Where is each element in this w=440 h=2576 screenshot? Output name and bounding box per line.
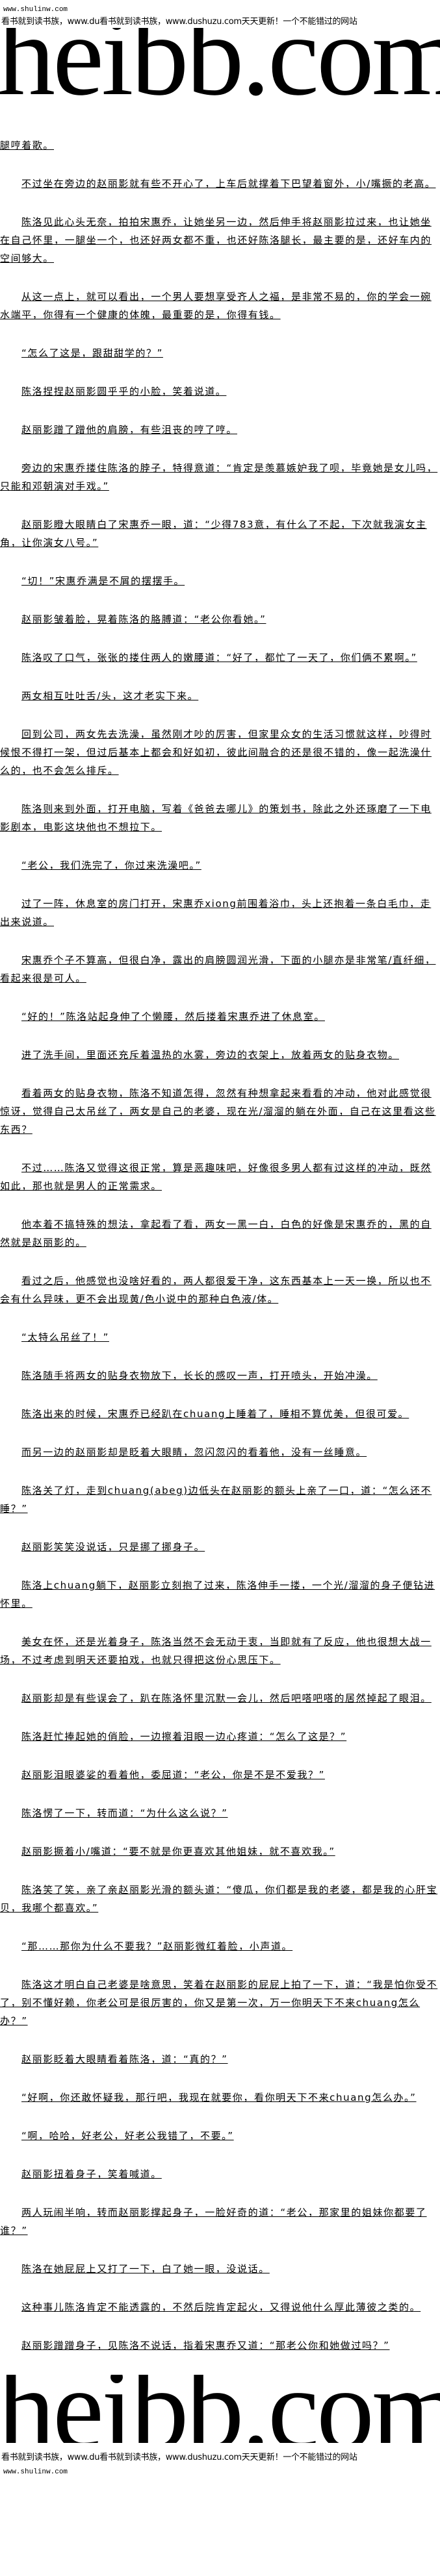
paragraph: 陈洛叹了口气，张张的搂住两人的嫩腰道：“好了，都忙了一天了，你们俩不累啊。”: [21, 652, 417, 663]
paragraph: 进了洗手间，里面还充斥着温热的水雾，旁边的衣架上，放着两女的贴身衣物。: [21, 1049, 400, 1061]
paragraph: 看过之后，他感觉也没啥好看的，两人都很爱干净，这东西基本上一天一换，所以也不会有…: [0, 1275, 432, 1305]
paragraph: 美女在怀，还是光着身子，陈洛当然不会无动于衷，当即就有了反应，他也很想大战一场，…: [0, 1636, 432, 1666]
paragraph: “怎么了这是，跟甜甜学的？”: [21, 347, 163, 359]
paragraph: 这种事儿陈洛肯定不能透露的，不然后院肯定起火，又得说他什么厚此薄彼之类的。: [21, 2301, 421, 2313]
paragraph: 陈洛在她屁屁上又打了一下，白了她一眼，没说话。: [21, 2263, 270, 2275]
paragraph: 他本着不搞特殊的想法，拿起看了看，两女一黑一白，白色的好像是宋惠乔的，黑的自然就…: [0, 1219, 432, 1248]
paragraph: 不过……陈洛又觉得这很正常，算是恶趣味吧，好像很多男人都有过这样的冲动，既然如此…: [0, 1162, 432, 1192]
paragraph: 而另一边的赵丽影却是眨着大眼睛，忽闪忽闪的看着他，没有一丝睡意。: [21, 1446, 367, 1458]
paragraph: 陈洛愣了一下，转而道：“为什么这么说？”: [21, 1807, 228, 1819]
paragraph: 从这一点上，就可以看出，一个男人要想享受齐人之福，是非常不易的，你的学会一碗水端…: [0, 291, 432, 321]
paragraph: 赵丽影蹭蹭身子，见陈洛不说话，指着宋惠乔又道：“那老公你和她做过吗？”: [21, 2340, 390, 2351]
paragraph: “好啊，你还敢怀疑我，那行吧，我现在就要你，看你明天下不来chuang怎么办。”: [21, 2092, 417, 2103]
paragraph: “切！”宋惠乔满是不屑的摆摆手。: [21, 575, 185, 587]
paragraph: 旁边的宋惠乔搂住陈洛的脖子，特得意道：“肯定是羡慕嫉妒我了呗，毕竟她是女儿吗，只…: [0, 462, 438, 492]
site-url-bottom[interactable]: www.shulinw.com: [3, 2468, 68, 2476]
paragraph: 陈洛这才明白自己老婆是啥意思，笑着在赵丽影的屁屁上拍了一下，道：“我是怕你受不了…: [0, 1979, 438, 2027]
paragraph: 赵丽影皱着脸，晃着陈洛的胳膊道：“老公你看她。”: [21, 613, 266, 625]
logo-text: heibb.com: [0, 2375, 440, 2443]
chapter-content: 腿哼着歌。不过坐在旁边的赵丽影就有些不开心了，上车后就撑着下巴望着窗外，小/嘴撅…: [0, 96, 440, 2355]
paragraph: “好的！”陈洛站起身伸了个懒腰，然后搂着宋惠乔进了休息室。: [21, 1011, 325, 1022]
paragraph: 陈洛则来到外面，打开电脑，写着《爸爸去哪儿》的策划书，除此之外还琢磨了一下电影剧…: [0, 803, 432, 833]
paragraph: “那……那你为什么不要我？”赵丽影微红着脸，小声道。: [21, 1940, 293, 1952]
paragraph: 赵丽影撅着小/嘴道：“要不就是你更喜欢其他姐妹，就不喜欢我。”: [21, 1846, 335, 1857]
paragraph: 赵丽影扭着身子，笑着喊道。: [21, 2168, 162, 2180]
paragraph: 陈洛关了灯，走到chuang(abeg)边低头在赵丽影的额头上亲了一口，道：“怎…: [0, 1485, 432, 1515]
site-slogan: 看书就到读书族，www.du看书就到读书族，www.dushuzu.com天天更…: [1, 17, 357, 27]
paragraph: 赵丽影却是有些误会了，趴在陈洛怀里沉默一会儿，然后吧嗒吧嗒的居然掉起了眼泪。: [21, 1692, 432, 1704]
paragraph: 两女相互吐吐舌/头，这才老实下来。: [21, 690, 199, 702]
site-url[interactable]: www.shulinw.com: [3, 6, 68, 14]
paragraph: 陈洛捏捏赵丽影圆乎乎的小脸，笑着说道。: [21, 386, 227, 397]
logo-text: heibb.com: [0, 28, 440, 96]
paragraph: 陈洛随手将两女的贴身衣物放下，长长的感叹一声，打开喷头，开始冲澡。: [21, 1370, 378, 1381]
paragraph: 赵丽影眨着大眼睛看着陈洛，道：“真的？”: [21, 2053, 228, 2065]
paragraph: 陈洛出来的时候，宋惠乔已经趴在chuang上睡着了，睡相不算优美，但很可爱。: [21, 1408, 409, 1420]
paragraph: 过了一阵，休息室的房门打开，宋惠乔xiong前围着浴巾，头上还抱着一条白毛巾，走…: [0, 898, 432, 928]
site-slogan-bottom: 看书就到读书族，www.du看书就到读书族，www.dushuzu.com天天更…: [1, 2453, 357, 2462]
watermark-logo-bottom: heibb.com: [0, 2375, 440, 2443]
paragraph: “太特么吊丝了！”: [21, 1331, 109, 1343]
paragraph: 陈洛笑了笑，亲了亲赵丽影光滑的额头道：“傻瓜，你们都是我的老婆，都是我的心肝宝贝…: [0, 1884, 438, 1914]
watermark-logo: heibb.com: [0, 28, 440, 96]
paragraph: 陈洛见此心头无奈，拍拍宋惠乔，让她坐另一边，然后伸手将赵丽影拉过来，也让她坐在自…: [0, 216, 432, 264]
paragraph: “啊，哈哈，好老公，好老公我错了，不要。”: [21, 2130, 234, 2142]
paragraph: 看着两女的贴身衣物，陈洛不知道怎得，忽然有种想拿起来看看的冲动，他对此感觉很惊讶…: [0, 1087, 436, 1135]
page-header: www.shulinw.com 看书就到读书族，www.du看书就到读书族，ww…: [0, 0, 440, 96]
paragraph: 不过坐在旁边的赵丽影就有些不开心了，上车后就撑着下巴望着窗外，小/嘴撅的老高。: [21, 178, 436, 190]
paragraph: 赵丽影瞪大眼睛白了宋惠乔一眼，道：“少得783意，有什么了不起，下次就我演女主角…: [0, 519, 427, 549]
paragraph: 陈洛赶忙捧起她的俏脸，一边擦着泪眼一边心疼道：“怎么了这是？”: [21, 1731, 347, 1742]
paragraph: 回到公司，两女先去洗澡，虽然刚才吵的厉害，但家里众女的生活习惯就这样，吵得时候恨…: [0, 728, 432, 776]
paragraph: “老公，我们洗完了，你过来洗澡吧。”: [21, 860, 201, 871]
paragraph: 陈洛上chuang躺下，赵丽影立刻抱了过来，陈洛伸手一搂，一个光/溜溜的身子便钻…: [0, 1579, 435, 1609]
page-footer: heibb.com 看书就到读书族，www.du看书就到读书族，www.dush…: [0, 2375, 440, 2487]
paragraph: 赵丽影笑笑没说话，只是挪了挪身子。: [21, 1541, 205, 1553]
paragraph: 两人玩闹半响，转而赵丽影撑起身子，一脸好奇的道：“老公，那家里的姐妹你都要了谁？…: [0, 2207, 427, 2236]
paragraph: 赵丽影泪眼婆娑的看着他，委屈道：“老公，你是不是不爱我？”: [21, 1769, 325, 1781]
paragraph: 赵丽影蹭了蹭他的肩膀，有些沮丧的哼了哼。: [21, 424, 238, 436]
paragraph: 宋惠乔个子不算高，但很白净，露出的肩膀圆润光滑，下面的小腿亦是非常笔/直纤细，看…: [0, 954, 436, 984]
paragraph: 腿哼着歌。: [0, 140, 55, 151]
